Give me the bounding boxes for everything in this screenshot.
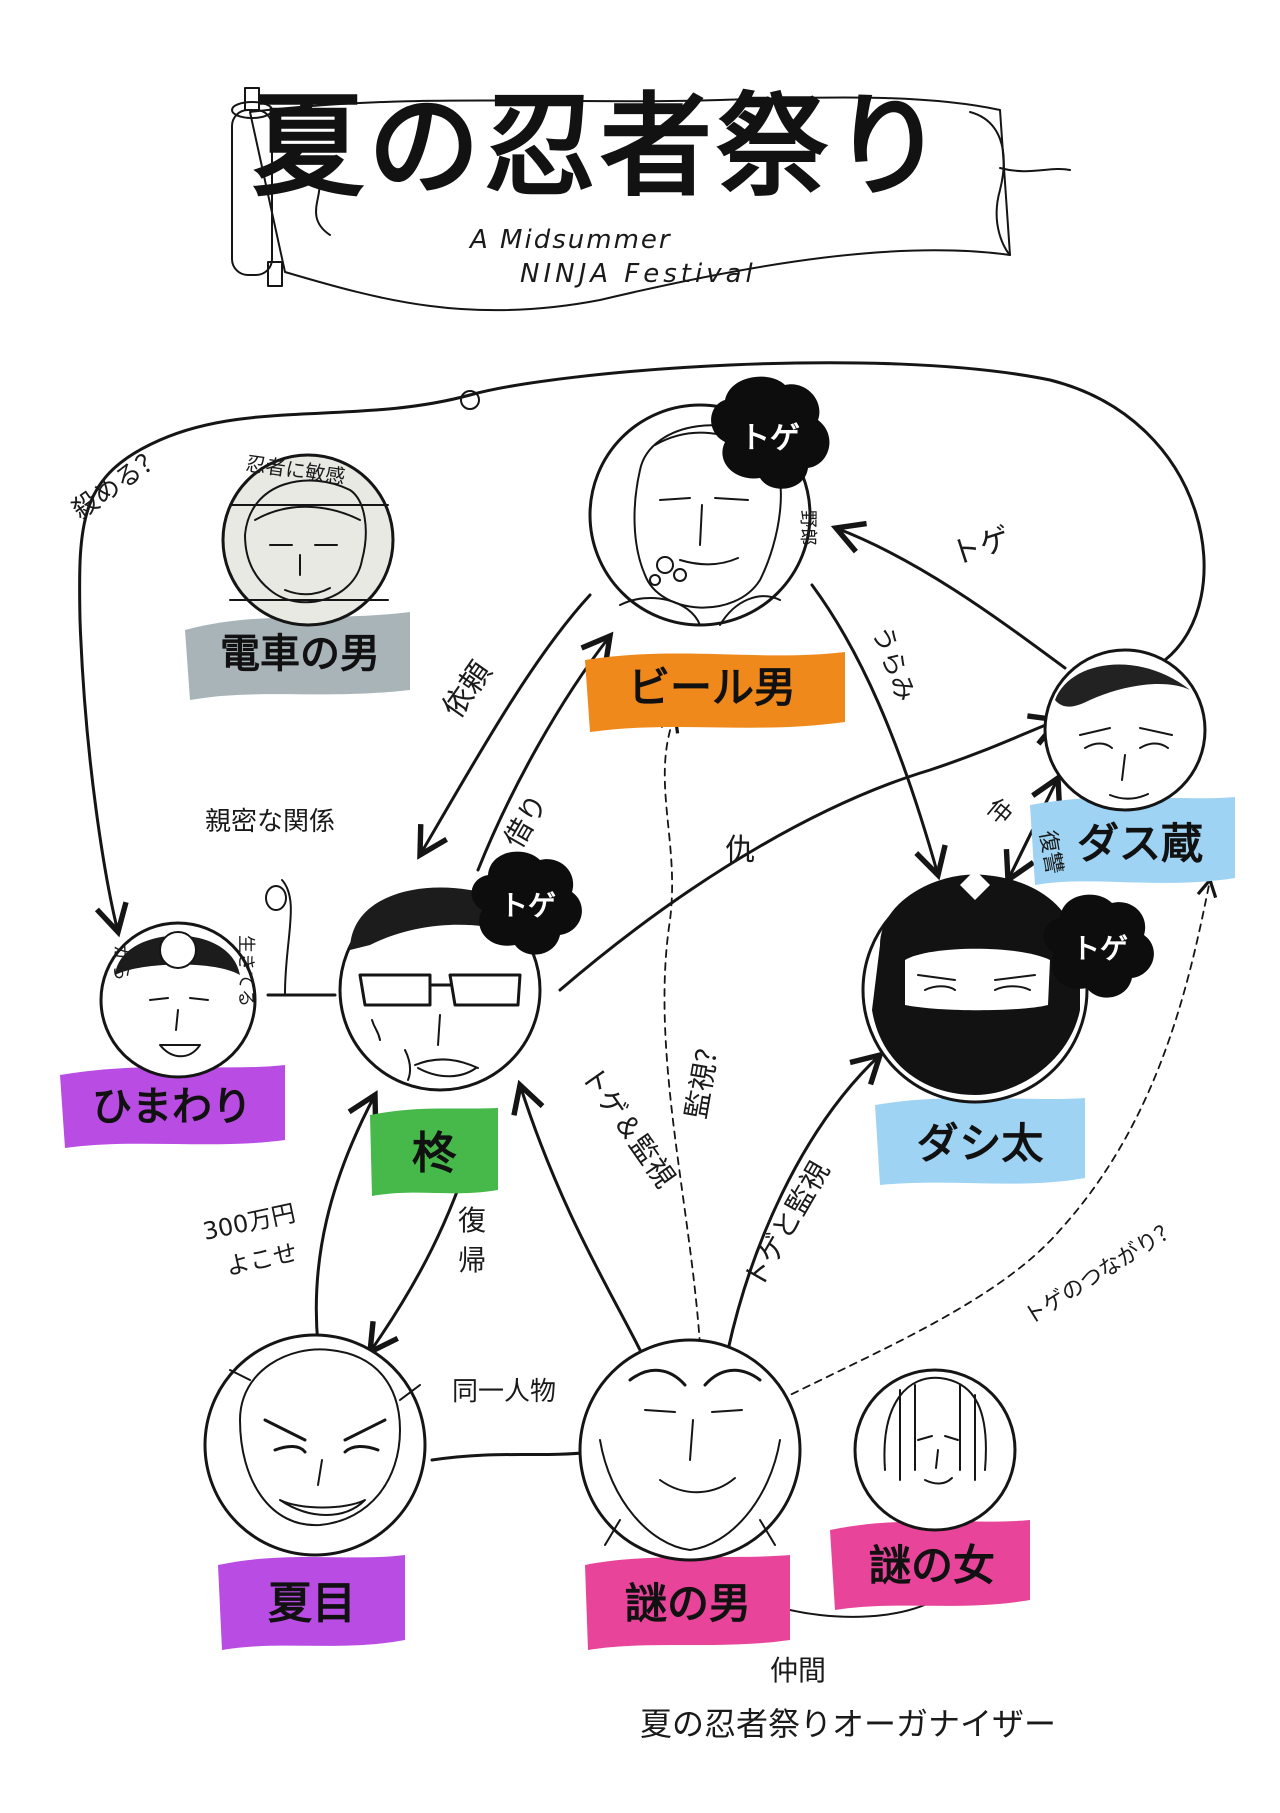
line-close-note [281,879,292,994]
note-close: 親密な関係 [205,807,335,837]
arrow-revenge [558,713,1064,992]
title-english-line1: A Midsummer [468,225,672,255]
nazo-otoko-portrait [578,1338,802,1562]
beer-toge-text: トゲ [740,421,800,456]
note-money-2: よこせ [223,1239,299,1281]
hiiragi-toge-text: トゲ [500,889,556,922]
note-toge: トゲ [947,521,1015,573]
arrow-grudge [810,583,948,881]
note-debt: 借り [497,788,554,853]
natsume-label: 夏目 [268,1578,356,1629]
densha-brush [185,612,410,700]
portraits [99,403,1207,1562]
beer-toge-badge: トゲ [711,376,830,489]
labels: 電車の男 ビール男 ダス蔵 ひまわり 柊 ダシ太 夏目 謎の男 謎の女 [60,612,1235,1650]
dashita-label: ダシ太 [917,1119,1044,1168]
title-english-line2: NINJA Festival [520,259,757,289]
hiiragi-label: 柊 [412,1128,457,1179]
note-himawari-right: 生きてる [235,935,256,1007]
dashita-portrait [861,870,1089,1104]
beer-brush [585,652,845,732]
note-ally-left: 仲 [981,793,1017,830]
natsume-brush [218,1555,405,1650]
himawari-portrait [99,921,257,1079]
nazo-onna-brush [830,1520,1030,1610]
hiiragi-toge-badge: トゲ [471,851,582,955]
arrow-watch-q [659,711,701,1346]
note-toge-watch2: トゲと監視 [737,1156,836,1294]
himawari-brush [60,1065,285,1148]
densha-label: 電車の男 [220,630,380,677]
dasuzo-brush [1030,797,1235,885]
note-beer-side: 野郎 [797,510,818,546]
arrow-kill [78,361,1206,938]
arrow-request [417,593,592,860]
note-return-1: 復 [458,1204,486,1237]
toge-badges: トゲ トゲ トゲ [471,376,1154,998]
loop-knot [460,390,480,410]
dasuzo-portrait [1043,648,1207,812]
title-scroll [231,87,1071,312]
note-companion: 仲間 [770,1654,826,1687]
dashita-toge-badge: トゲ [1043,894,1154,998]
nazo-otoko-brush [585,1555,790,1650]
line-same-person [430,1450,594,1462]
note-revenge: 仇 [725,833,755,868]
dasuzo-label: ダス蔵 [1077,819,1203,868]
note-return-2: 帰 [458,1244,486,1277]
title-japanese: 夏の忍者祭り [252,81,948,212]
note-watch-q: 監視？ [679,1033,726,1121]
arrow-toge-watch [511,1079,642,1352]
nazo-onna-portrait [853,1368,1017,1532]
beer-label: ビール男 [628,663,796,712]
note-toge-watch: トゲ＆監視 [574,1060,681,1194]
arrow-money [314,1090,379,1347]
nazo-onna-label: 謎の女 [869,1541,995,1590]
himawari-label: ひまわり [92,1083,252,1130]
note-kill: 殺める？ [67,441,169,525]
note-request: 依頼 [436,655,499,724]
hiiragi-brush [370,1108,498,1196]
dashita-brush [875,1098,1085,1185]
arrow-toge-beer [830,520,1067,670]
nazo-otoko-label: 謎の男 [625,1579,751,1628]
note-same-person: 同一人物 [452,1377,556,1407]
natsume-portrait [203,1333,427,1557]
note-toge-link: トゲのつながり？ [1020,1216,1183,1330]
dashita-toge-text: トゲ [1072,932,1128,965]
arrow-toge-link [779,876,1218,1401]
note-money-1: 300万円 [200,1199,298,1246]
note-himawari-left: から [110,945,131,981]
note-organizer: 夏の忍者祭りオーガナイザー [640,1705,1056,1743]
densha-portrait [221,453,395,627]
arrow-toge-watch2 [726,1051,885,1352]
